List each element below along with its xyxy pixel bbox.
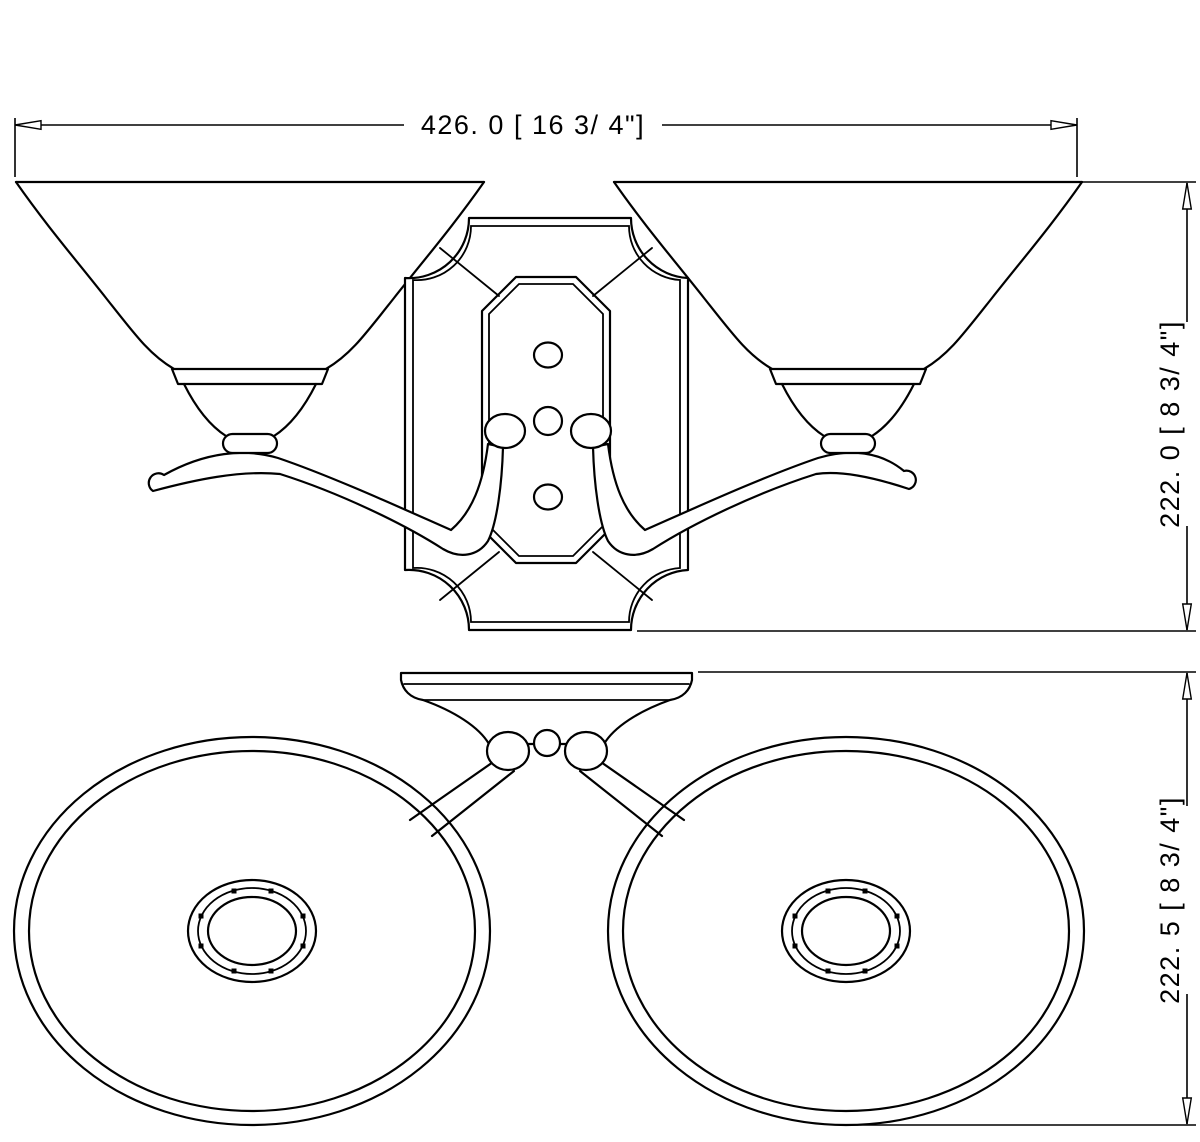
right-shade-inner-rim [621, 749, 1071, 1113]
right-arm-ball-joint [569, 412, 613, 450]
right-shade-cone-left [780, 382, 826, 438]
plan-height-arrow-bottom [1181, 1097, 1193, 1125]
right-shade-outer-rim [606, 735, 1086, 1127]
front-view [14, 180, 1084, 632]
left-arm [147, 442, 505, 556]
backplate-screw-hole-bottom [532, 483, 564, 511]
left-shade-outer-rim [12, 735, 492, 1127]
right-arm-plan [578, 758, 686, 838]
right-hole-inner-ring [800, 895, 892, 967]
front-height-arrow-top [1181, 182, 1193, 210]
front-height-arrow-bottom [1181, 603, 1193, 631]
right-shade-collar [819, 432, 877, 455]
plan-height-arrow-top [1181, 672, 1193, 700]
left-ball-joint-plan [485, 730, 531, 772]
left-shade-collar [221, 432, 279, 455]
arms-plan [408, 758, 686, 838]
front-height-dimension: 222. 0 [ 8 3/ 4"] [637, 181, 1196, 632]
right-shade-plan [606, 735, 1086, 1127]
bottom-view [12, 671, 1086, 1127]
plan-height-dimension: 222. 5 [ 8 3/ 4"] [698, 671, 1196, 1126]
backplate-bevel-miters [439, 247, 653, 601]
backplate-panel-inner [488, 283, 604, 557]
right-shade-fitter [768, 367, 928, 386]
left-shade-profile-left [14, 180, 176, 371]
arms-front [147, 412, 917, 556]
right-hole-outer-ring [780, 878, 912, 984]
backplate-screw-hole-top [532, 341, 564, 369]
left-shade-cone-left [182, 382, 228, 438]
left-arm-ball-joint [483, 412, 527, 450]
backplate-center-nipple [532, 405, 564, 437]
right-shade-front [612, 180, 1084, 438]
right-ball-joint-plan [563, 730, 609, 772]
right-shade-profile-left [612, 180, 774, 371]
width-arrow-left [14, 119, 42, 131]
width-arrow-right [1050, 119, 1078, 131]
canopy-plan [399, 671, 694, 772]
right-arm [591, 442, 917, 556]
backplate [403, 216, 690, 632]
left-shade-cone-right [272, 382, 318, 438]
width-dimension-label: 426. 0 [ 16 3/ 4"] [421, 110, 645, 140]
canopy-center-nipple [532, 728, 562, 758]
left-arm-plan [408, 758, 516, 838]
left-shade-fitter [170, 367, 330, 386]
backplate-inner-outline [412, 225, 681, 623]
left-shade-plan [12, 735, 492, 1127]
backplate-outer-outline [403, 216, 690, 632]
front-height-dimension-label: 222. 0 [ 8 3/ 4"] [1155, 320, 1185, 528]
plan-height-dimension-label: 222. 5 [ 8 3/ 4"] [1155, 796, 1185, 1004]
backplate-panel-outer [480, 275, 612, 565]
right-shade-profile-right [922, 180, 1084, 371]
left-shade-profile-right [324, 180, 486, 371]
left-hole-notches [198, 888, 306, 974]
right-hole-notches [792, 888, 900, 974]
left-shade-front [14, 180, 486, 438]
left-hole-middle-ring [197, 887, 307, 975]
width-dimension: 426. 0 [ 16 3/ 4"] [14, 110, 1078, 177]
left-shade-inner-rim [27, 749, 477, 1113]
left-hole-outer-ring [186, 878, 318, 984]
left-hole-inner-ring [206, 895, 298, 967]
right-hole-middle-ring [791, 887, 901, 975]
right-shade-cone-right [870, 382, 916, 438]
